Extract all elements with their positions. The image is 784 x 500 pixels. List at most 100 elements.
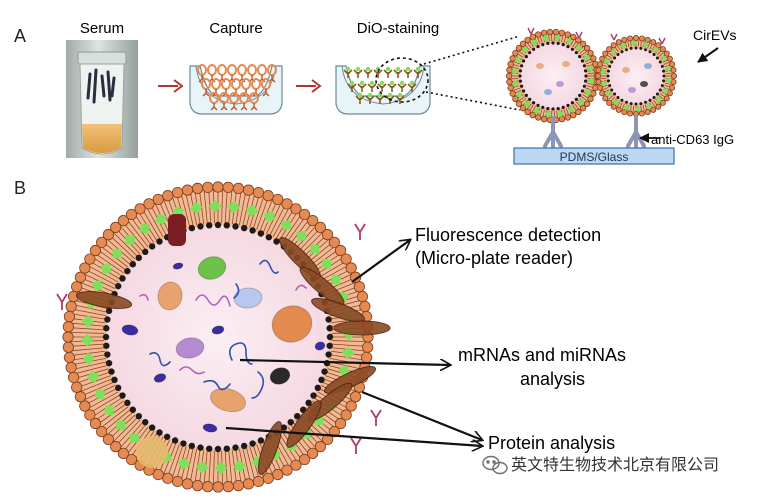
zoom-circle: [375, 57, 429, 103]
inner-leaflet-bead: [629, 102, 633, 106]
inner-leaflet-bead: [580, 89, 585, 93]
dio-dye: [583, 54, 590, 61]
outer-leaflet-bead: [596, 84, 603, 91]
outer-leaflet-bead: [191, 480, 204, 492]
inner-leaflet-bead: [580, 59, 585, 63]
cargo: [562, 61, 570, 67]
outer-leaflet-bead: [558, 115, 566, 123]
outer-leaflet-bead: [540, 115, 548, 123]
inner-leaflet-bead: [648, 98, 652, 102]
lipid-tail: [185, 192, 194, 226]
transmembrane-protein: [333, 320, 391, 336]
lipid-tail: [572, 40, 577, 48]
cirevs-label: CirEVs: [693, 27, 737, 43]
lipid-tail: [238, 191, 247, 226]
outer-leaflet-bead: [509, 55, 516, 62]
protein-cargo: [210, 387, 246, 413]
lipid-tail: [142, 209, 161, 240]
outer-leaflet-bead: [171, 186, 184, 199]
lipid-tail: [70, 327, 105, 331]
dio-dye: [662, 88, 669, 94]
dio-antibody: [355, 95, 365, 104]
inner-leaflet-bead: [156, 238, 163, 245]
outer-leaflet-bead: [222, 181, 234, 193]
lipid-tail: [536, 36, 541, 44]
outer-leaflet-bead: [552, 28, 560, 36]
dio-dye: [600, 68, 607, 76]
dio-dot: [387, 92, 393, 98]
inner-leaflet-bead: [624, 48, 628, 52]
lipid-tail: [116, 419, 141, 446]
outer-leaflet-bead: [599, 90, 606, 97]
outer-leaflet-bead: [638, 35, 645, 42]
inner-leaflet-bead: [214, 221, 222, 229]
inner-leaflet-bead: [249, 227, 256, 234]
dio-dye: [605, 91, 612, 97]
dio-antibody: [393, 69, 403, 78]
captured-vesicle: [227, 64, 237, 76]
lipid-tail: [629, 40, 632, 47]
rna-label: mRNAs and miRNAs: [458, 345, 626, 365]
inner-leaflet-bead: [551, 107, 555, 111]
inner-leaflet-bead: [616, 53, 620, 57]
outer-leaflet-bead: [340, 253, 352, 265]
lipid-tail: [660, 93, 666, 98]
inner-leaflet-bead: [521, 89, 526, 93]
inner-leaflet-bead: [583, 69, 588, 73]
dio-antibody: [395, 95, 405, 104]
captured-vesicle: [251, 78, 261, 90]
dio-dot: [385, 66, 391, 72]
dio-dot: [349, 80, 355, 86]
inner-leaflet-bead: [541, 43, 545, 47]
outer-leaflet-bead: [322, 229, 334, 241]
inner-leaflet-bead: [629, 46, 633, 50]
lipid-tail: [526, 42, 532, 49]
lipid-tail: [563, 35, 567, 43]
rna-strand: [259, 259, 279, 274]
outer-leaflet-bead: [519, 40, 527, 48]
captured-vesicle: [207, 64, 217, 76]
outer-leaflet-bead: [546, 28, 554, 36]
lipid-tail: [640, 105, 643, 112]
inner-leaflet-bead: [608, 64, 612, 68]
outer-leaflet-bead: [134, 203, 146, 215]
antibody-label: anti-CD63 IgG: [651, 132, 734, 147]
cargo: [644, 63, 652, 69]
outer-leaflet-bead: [191, 182, 204, 194]
captured-vesicle: [247, 64, 257, 76]
outer-leaflet-bead: [595, 73, 602, 80]
dio-dye: [80, 333, 94, 347]
dio-dye: [634, 105, 641, 113]
transmembrane-protein: [75, 291, 133, 309]
outer-leaflet-bead: [340, 409, 352, 421]
outer-leaflet-bead: [84, 409, 96, 421]
dio-dot: [359, 80, 365, 86]
lipid-tail: [517, 53, 524, 58]
outer-leaflet-bead: [65, 300, 77, 313]
lipid-tail: [212, 450, 215, 485]
inner-leaflet-bead: [518, 69, 523, 73]
inner-leaflet-bead: [124, 267, 131, 275]
outer-leaflet-bead: [71, 381, 83, 393]
dio-antibody: [357, 83, 367, 92]
dio-antibody: [397, 83, 407, 92]
outer-leaflet-bead: [74, 391, 87, 403]
inner-leaflet-bead: [566, 103, 570, 108]
captured-vesicles: [197, 64, 277, 111]
dio-dot: [357, 92, 363, 98]
dio-antibody: [377, 83, 387, 92]
lipid-tail: [74, 364, 108, 375]
lipid-tail: [513, 87, 521, 91]
dio-antibody: [375, 95, 385, 104]
inner-leaflet-bead: [616, 95, 620, 99]
inner-leaflet-bead: [102, 333, 110, 341]
dio-dye: [82, 352, 96, 365]
lipid-tail: [88, 391, 119, 409]
outer-leaflet-bead: [595, 78, 602, 85]
lipid-tail: [585, 61, 593, 65]
captured-vesicle: [221, 78, 231, 90]
outer-leaflet-bead: [564, 31, 571, 38]
outer-leaflet-bead: [212, 181, 224, 193]
inner-leaflet-bead: [310, 392, 317, 399]
